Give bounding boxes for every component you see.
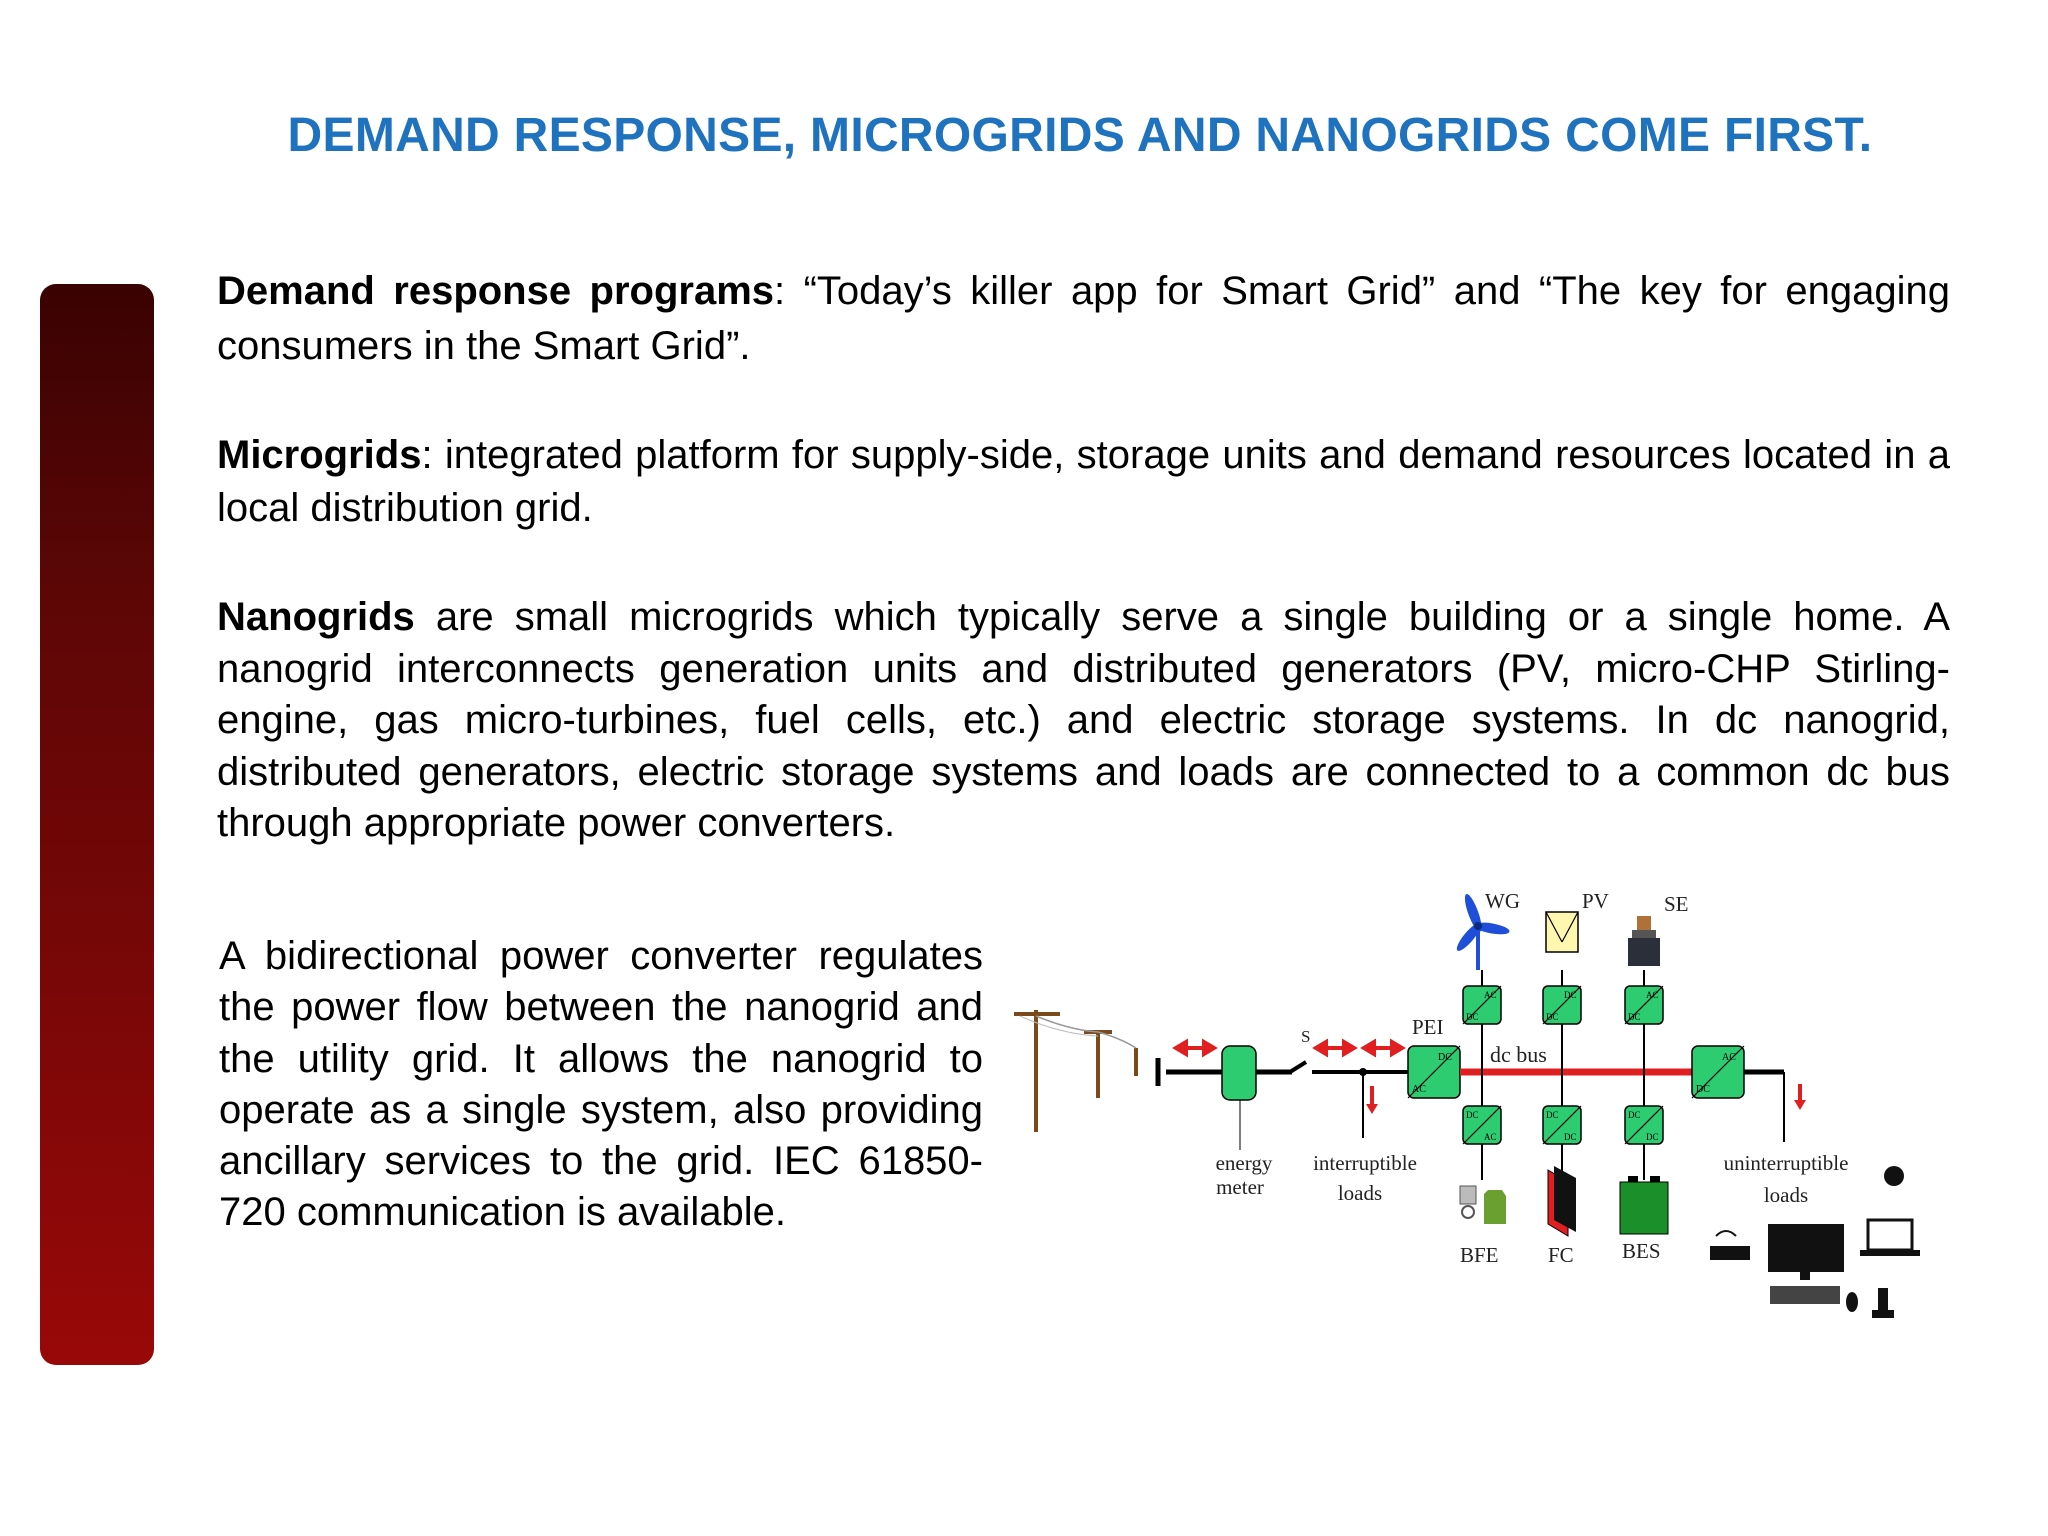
se-label: SE: [1664, 892, 1689, 916]
router-icon: [1710, 1230, 1750, 1260]
demand-response-paragraph: Demand response programs: “Today’s kille…: [217, 264, 1950, 374]
demand-response-term: Demand response programs: [217, 269, 775, 313]
wg-conv-ac: AC: [1484, 990, 1497, 1000]
side-accent-bar: [40, 284, 154, 1365]
satellite-icon: [1884, 1166, 1904, 1186]
phone-icon: [1872, 1288, 1894, 1318]
laptop-icon: [1860, 1218, 1920, 1256]
nanogrids-term: Nanogrids: [217, 595, 415, 639]
pv-label: PV: [1582, 889, 1609, 913]
interruptible-loads-label: loads: [1338, 1181, 1382, 1205]
bfe-conv-dc: DC: [1466, 1110, 1479, 1120]
fuel-cell-icon: [1547, 1166, 1576, 1237]
uninterruptible-loads-label: loads: [1764, 1183, 1808, 1207]
bfe-conv-ac: AC: [1484, 1132, 1497, 1142]
pei-dc-tag: DC: [1438, 1052, 1452, 1063]
out-conv-dc: DC: [1696, 1084, 1710, 1095]
pv-panel-icon: [1545, 911, 1579, 953]
demand-response-text: : “Today’s killer app for Smart Grid” an…: [217, 269, 1950, 368]
se-conv-ac: AC: [1646, 990, 1659, 1000]
bfe-label: BFE: [1460, 1243, 1499, 1267]
page-title: DEMAND RESPONSE, MICROGRIDS AND NANOGRID…: [287, 109, 1873, 162]
pei-ac-tag: AC: [1412, 1084, 1426, 1095]
biofuel-engine-icon: [1459, 1185, 1506, 1224]
se-conv-dc: DC: [1628, 1012, 1641, 1022]
energy-meter-icon: [1221, 1045, 1292, 1150]
interruptible-load-branch: [1359, 1068, 1378, 1138]
power-flow-arrows: [1172, 1038, 1406, 1058]
utility-pole-icon: [1014, 1010, 1138, 1132]
energy-meter-label-1: energy: [1216, 1151, 1273, 1175]
keyboard-icon: [1770, 1286, 1858, 1312]
microgrids-term: Microgrids: [217, 433, 422, 477]
uninterruptible-label: uninterruptible: [1724, 1151, 1849, 1175]
converter-paragraph: A bidirectional power converter regulate…: [219, 934, 983, 1235]
pv-conv-dc-b: DC: [1546, 1012, 1559, 1022]
fc-conv-dc-b: DC: [1564, 1132, 1577, 1142]
nanogrid-diagram: energy meter S interruptible loads DC AC…: [1014, 889, 1920, 1318]
pv-conv-dc-a: DC: [1564, 990, 1577, 1000]
bes-conv-dc-a: DC: [1628, 1110, 1641, 1120]
interruptible-label: interruptible: [1313, 1151, 1417, 1175]
wg-label: WG: [1485, 889, 1520, 913]
microgrids-paragraph: Microgrids: integrated platform for supp…: [217, 429, 1950, 535]
grid-terminal: [1155, 1058, 1228, 1086]
battery-icon: [1619, 1176, 1669, 1235]
pei-label: PEI: [1412, 1015, 1444, 1039]
nanogrids-paragraph: Nanogrids are small microgrids which typ…: [217, 592, 1950, 850]
wg-conv-dc: DC: [1466, 1012, 1479, 1022]
fc-conv-dc-a: DC: [1546, 1110, 1559, 1120]
switch-s: [1288, 1060, 1420, 1074]
microgrids-text: : integrated platform for supply-side, s…: [217, 433, 1950, 530]
nanogrids-text: are small microgrids which typically ser…: [217, 595, 1950, 845]
wind-turbine-icon: [1456, 893, 1510, 970]
switch-label: S: [1301, 1027, 1310, 1046]
bes-label: BES: [1622, 1239, 1661, 1263]
fc-label: FC: [1548, 1243, 1574, 1267]
uninterruptible-feeder: [1744, 1069, 1806, 1142]
out-conv-ac: AC: [1722, 1052, 1736, 1063]
monitor-icon: [1768, 1224, 1844, 1280]
stirling-engine-icon: [1628, 916, 1660, 966]
bes-conv-dc-b: DC: [1646, 1132, 1659, 1142]
dc-bus-label: dc bus: [1490, 1042, 1547, 1067]
energy-meter-label-2: meter: [1216, 1175, 1264, 1199]
